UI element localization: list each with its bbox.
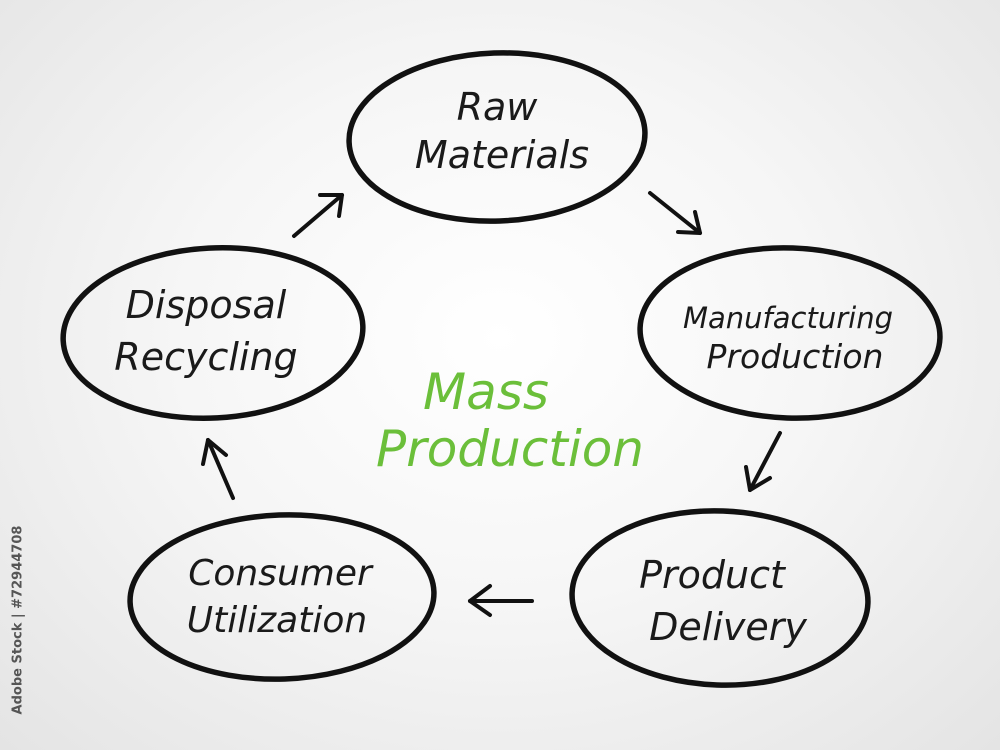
node-disposal-recycling-line1: Disposal — [126, 283, 287, 327]
stock-watermark: Adobe Stock | #72944708 — [8, 520, 28, 720]
node-manufacturing-line2: Production — [707, 337, 884, 376]
center-title: Mass Production — [376, 363, 644, 478]
arrow-manufacturing-to-delivery — [744, 431, 782, 492]
node-disposal-recycling: Disposal Recycling — [60, 245, 366, 421]
node-manufacturing-line1: Manufacturing — [683, 301, 893, 335]
node-consumer-utilization-line1: Consumer — [188, 553, 374, 594]
arrow-delivery-to-consumer — [468, 584, 534, 617]
node-disposal-recycling-line2: Recycling — [114, 335, 297, 379]
node-product-delivery-line1: Product — [639, 553, 787, 597]
node-product-delivery-line2: Delivery — [649, 605, 807, 649]
node-manufacturing-production: Manufacturing Production — [637, 245, 943, 421]
node-raw-materials-line2: Materials — [415, 133, 589, 177]
arrow-disposal-to-raw — [292, 193, 344, 238]
arrow-raw-to-manufacturing — [648, 191, 702, 235]
node-raw-materials: Raw Materials — [346, 50, 648, 224]
node-raw-materials-line1: Raw — [457, 85, 539, 129]
center-title-line2: Production — [376, 420, 644, 478]
node-consumer-utilization: Consumer Utilization — [127, 512, 437, 682]
node-product-delivery: Product Delivery — [569, 508, 871, 688]
node-consumer-utilization-line2: Utilization — [187, 600, 367, 641]
stock-watermark-text: Adobe Stock | #72944708 — [10, 525, 26, 715]
center-title-line1: Mass — [423, 363, 549, 421]
arrow-consumer-to-disposal — [201, 438, 235, 500]
